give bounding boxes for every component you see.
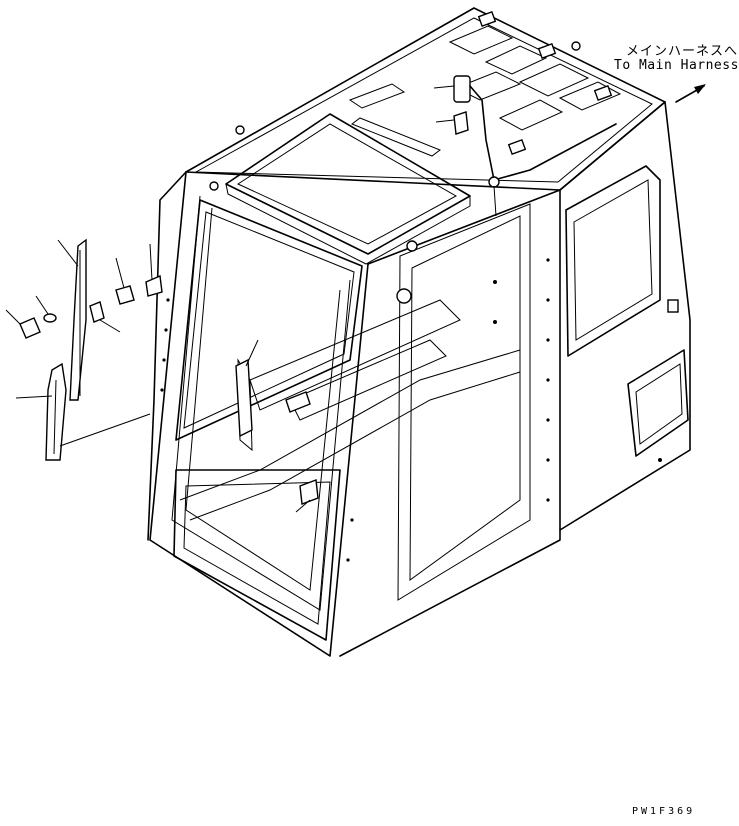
bolt-icon xyxy=(115,285,135,305)
wiper-motor-bolt xyxy=(295,479,319,513)
connector-icon xyxy=(453,75,471,103)
bolt-icon xyxy=(453,111,469,135)
cab-side xyxy=(339,101,691,657)
cab-front-frame xyxy=(147,171,369,657)
wiper-washer xyxy=(35,295,57,323)
wiper-arm xyxy=(15,362,151,461)
wiper-pivot-cap xyxy=(145,243,163,297)
wiper-motor-harness xyxy=(433,75,706,217)
harness-callout-jp: メインハーネスへ xyxy=(626,44,739,59)
wiper-pivot-bolt xyxy=(115,257,135,305)
bolt-icon xyxy=(299,479,319,505)
harness-callout-en: To Main Harness xyxy=(614,58,739,73)
cab-interior-frame xyxy=(179,299,521,521)
wiper-motor-bracket xyxy=(235,339,259,438)
wiper-nut xyxy=(5,309,41,339)
figure-code: PW1F369 xyxy=(632,806,696,817)
wiper-blade xyxy=(57,238,87,401)
cab-roof xyxy=(185,7,666,191)
roof-hatch xyxy=(225,113,471,265)
wiper-clip xyxy=(89,301,121,333)
